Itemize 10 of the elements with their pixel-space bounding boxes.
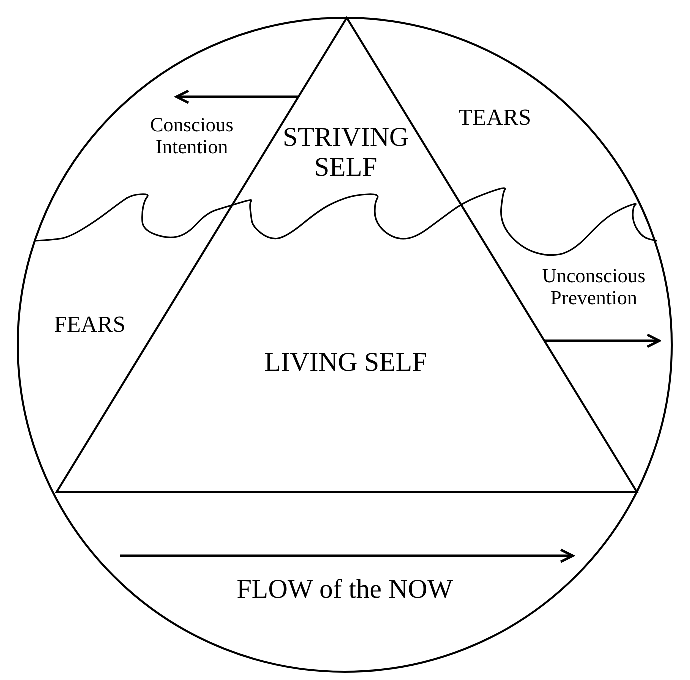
triangle-label: LIVING SELF: [264, 346, 428, 378]
edge-label: Conscious Intention: [150, 114, 234, 160]
arrow: [544, 334, 661, 348]
outer-circle: [17, 17, 673, 673]
edge-label: Unconscious Prevention: [542, 266, 646, 310]
region-label: FEARS: [54, 312, 126, 338]
region-label: TEARS: [458, 105, 532, 131]
flow-label: FLOW of the NOW: [236, 574, 454, 604]
arrow: [175, 90, 299, 104]
triangle-heading: STRIVING SELF: [283, 122, 409, 182]
